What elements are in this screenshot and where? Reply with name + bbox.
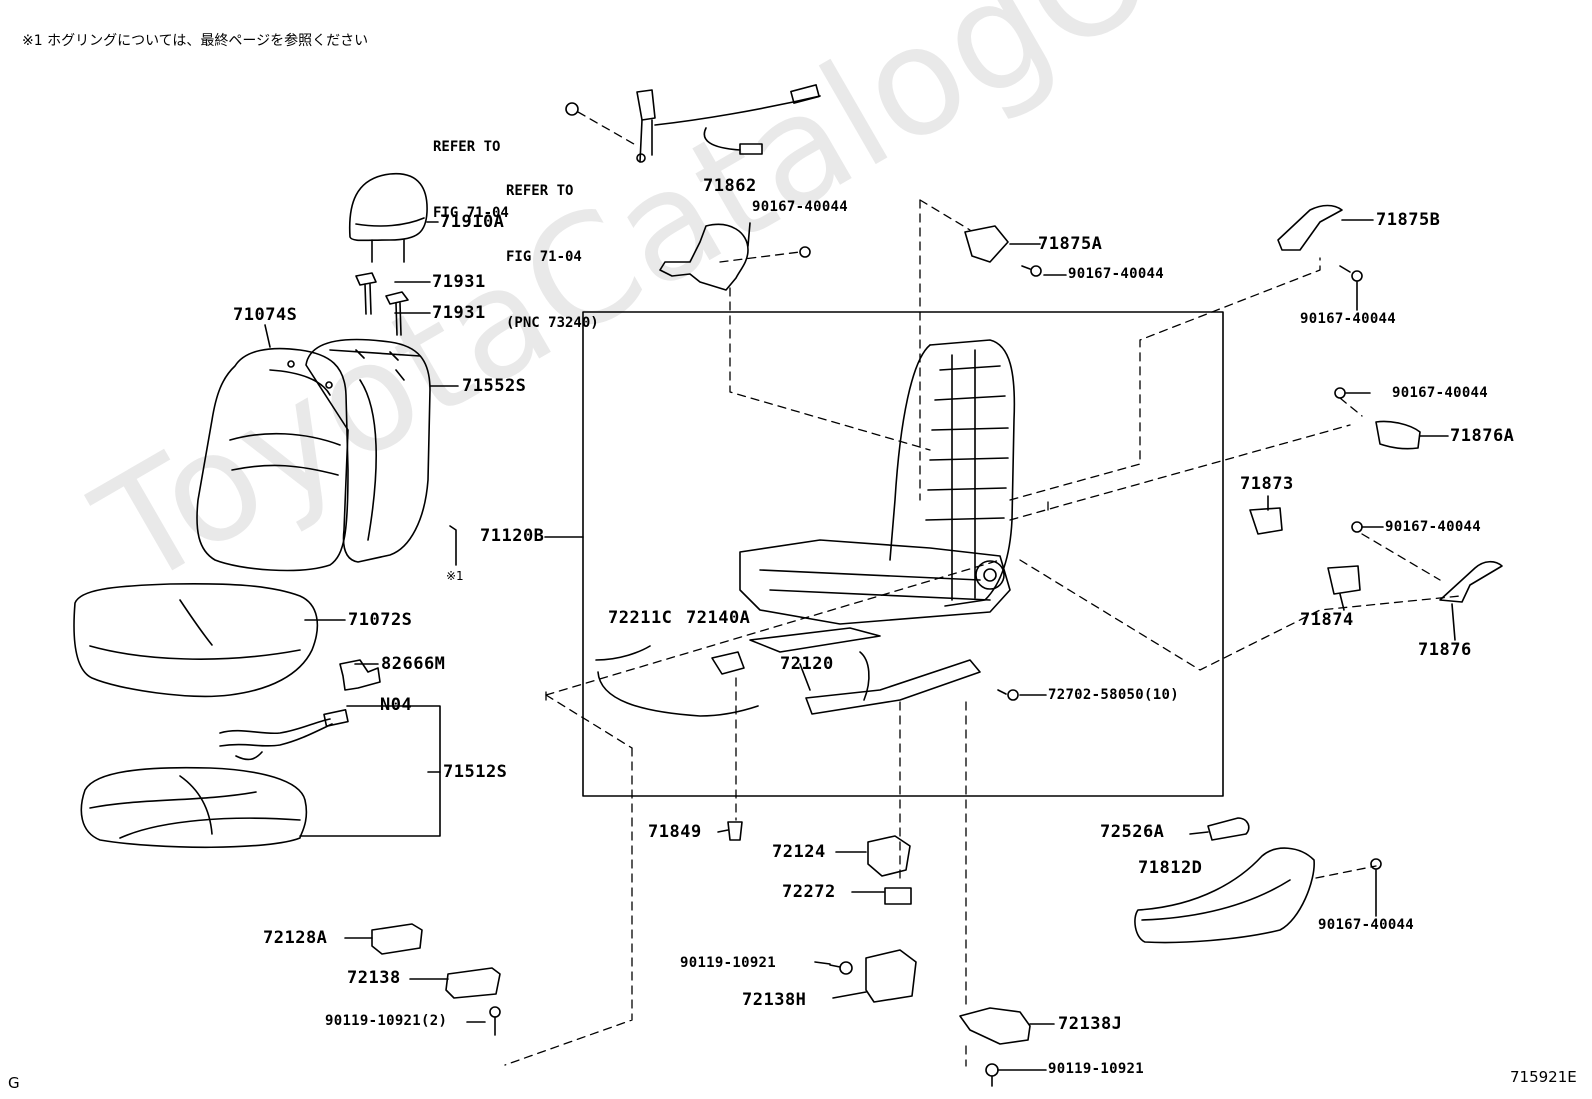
- part-label-90167-40044-c[interactable]: 90167-40044: [1300, 311, 1397, 327]
- part-label-72272[interactable]: 72272: [782, 882, 836, 902]
- part-label-71849[interactable]: 71849: [648, 822, 702, 842]
- part-label-71931-b[interactable]: 71931: [432, 303, 486, 323]
- part-label-90119-10921-2[interactable]: 90119-10921(2): [325, 1013, 448, 1029]
- lever-71876-shape: [1439, 560, 1503, 603]
- part-label-90119-10921-b[interactable]: 90119-10921: [1048, 1061, 1145, 1077]
- header-note: ※1 ホグリングについては、最終ページを参照ください: [22, 33, 369, 49]
- part-label-90167-40044-d[interactable]: 90167-40044: [1392, 385, 1489, 401]
- bolt-72702-shape: [997, 689, 1019, 701]
- part-label-72702-58050[interactable]: 72702-58050(10): [1048, 687, 1179, 703]
- part-label-90167-40044-f[interactable]: 90167-40044: [1318, 917, 1415, 933]
- part-label-71874[interactable]: 71874: [1300, 610, 1354, 630]
- part-label-72138j[interactable]: 72138J: [1058, 1014, 1123, 1034]
- bolt-90167-c-shape: [1339, 265, 1363, 282]
- part-label-90167-40044-a[interactable]: 90167-40044: [752, 199, 849, 215]
- part-label-72140a[interactable]: 72140A: [686, 608, 751, 628]
- part-label-72124[interactable]: 72124: [772, 842, 826, 862]
- part-label-71876[interactable]: 71876: [1418, 640, 1472, 660]
- headrest-guide-a: [355, 272, 377, 315]
- bolt-90167-d-shape: [1334, 387, 1346, 399]
- part-label-71552s[interactable]: 71552S: [462, 376, 527, 396]
- seatback-cover-shape: [196, 347, 349, 572]
- corner-letter: G: [8, 1074, 20, 1092]
- part-label-72526a[interactable]: 72526A: [1100, 822, 1165, 842]
- dashed-leaders: [504, 111, 1461, 1067]
- part-label-71512s[interactable]: 71512S: [443, 762, 508, 782]
- seat-frame-shape: [739, 339, 1016, 625]
- part-label-72128a[interactable]: 72128A: [263, 928, 328, 948]
- cover-72138h-shape: [865, 949, 917, 1003]
- lever-71875b-shape: [1277, 204, 1343, 251]
- headrest-guide-b: [385, 291, 409, 336]
- bolt-90119-a-shape: [829, 961, 853, 975]
- note-mark: ※1: [446, 569, 464, 583]
- refer-2-line-1: REFER TO: [506, 183, 574, 199]
- pad-72138-shape: [445, 967, 501, 999]
- part-label-72211c[interactable]: 72211C: [608, 608, 673, 628]
- pad-72128a-shape: [371, 923, 423, 955]
- part-72124-shape: [867, 835, 911, 877]
- part-72272-shape: [884, 887, 912, 905]
- part-label-90119-10921-a[interactable]: 90119-10921: [680, 955, 777, 971]
- part-label-72138[interactable]: 72138: [347, 968, 401, 988]
- bolt-90167-b-shape: [1021, 265, 1042, 277]
- part-label-72138h[interactable]: 72138H: [742, 990, 807, 1010]
- seatback-rear-shape: [305, 338, 431, 563]
- cushion-cover-shape: [73, 582, 319, 698]
- cover-72138j-shape: [959, 1007, 1031, 1045]
- part-label-82666m[interactable]: 82666M: [381, 654, 446, 674]
- cover-71876a-shape: [1375, 420, 1421, 450]
- refer-2-line-3: (PNC 73240): [506, 315, 599, 331]
- part-label-71812d[interactable]: 71812D: [1138, 858, 1203, 878]
- cover-71862-shape: [659, 223, 749, 291]
- bracket-71875a-shape: [964, 225, 1009, 263]
- bolt-90167-a-shape: [799, 246, 811, 258]
- refer-1-line-2: FIG 71-04: [433, 205, 509, 221]
- wire-harness-n04-shape: [219, 709, 349, 761]
- bolt-90167-f-shape: [1370, 858, 1382, 870]
- cap-72526a-shape: [1207, 817, 1250, 841]
- shield-71812d-shape: [1134, 847, 1315, 944]
- part-label-72120[interactable]: 72120: [780, 654, 834, 674]
- part-label-71876a[interactable]: 71876A: [1450, 426, 1515, 446]
- bracket-71874-shape: [1327, 565, 1361, 595]
- cushion-pad-shape: [80, 766, 308, 849]
- seatbelt-buckle-shape: [636, 84, 821, 163]
- bolt-90119-b-shape: [985, 1063, 999, 1087]
- part-label-71074s[interactable]: 71074S: [233, 305, 298, 325]
- part-label-90167-40044-e[interactable]: 90167-40044: [1385, 519, 1482, 535]
- bolt-90167-e-shape: [1351, 521, 1363, 533]
- pin-71849-shape: [727, 821, 743, 841]
- part-label-71873[interactable]: 71873: [1240, 474, 1294, 494]
- part-label-71910a[interactable]: 71910A: [440, 212, 505, 232]
- wire-72211c-shape: [597, 671, 759, 717]
- bolt-90119-shape: [489, 1006, 501, 1036]
- part-label-71120b[interactable]: 71120B: [480, 526, 545, 546]
- nut-refer-shape: [565, 102, 579, 116]
- part-label-90167-40044-b[interactable]: 90167-40044: [1068, 266, 1165, 282]
- part-label-71862[interactable]: 71862: [703, 176, 757, 196]
- refer-1-line-1: REFER TO: [433, 139, 501, 155]
- refer-block-2: REFER TO FIG 71-04 (PNC 73240): [506, 136, 599, 378]
- refer-2-line-2: FIG 71-04: [506, 249, 582, 265]
- part-label-71072s[interactable]: 71072S: [348, 610, 413, 630]
- figure-id: 715921E: [1510, 1068, 1577, 1086]
- part-label-71931-a[interactable]: 71931: [432, 272, 486, 292]
- clip-72140a-shape: [711, 651, 745, 675]
- frame-box: [582, 311, 1224, 797]
- refer-block-1: REFER TO FIG 71-04: [433, 92, 509, 268]
- part-label-71875b[interactable]: 71875B: [1376, 210, 1441, 230]
- part-label-71875a[interactable]: 71875A: [1038, 234, 1103, 254]
- seat-track-shape: [749, 627, 981, 715]
- part-label-n04[interactable]: N04: [380, 695, 413, 715]
- headrest-shape: [348, 172, 428, 263]
- bracket-71873-shape: [1249, 507, 1283, 535]
